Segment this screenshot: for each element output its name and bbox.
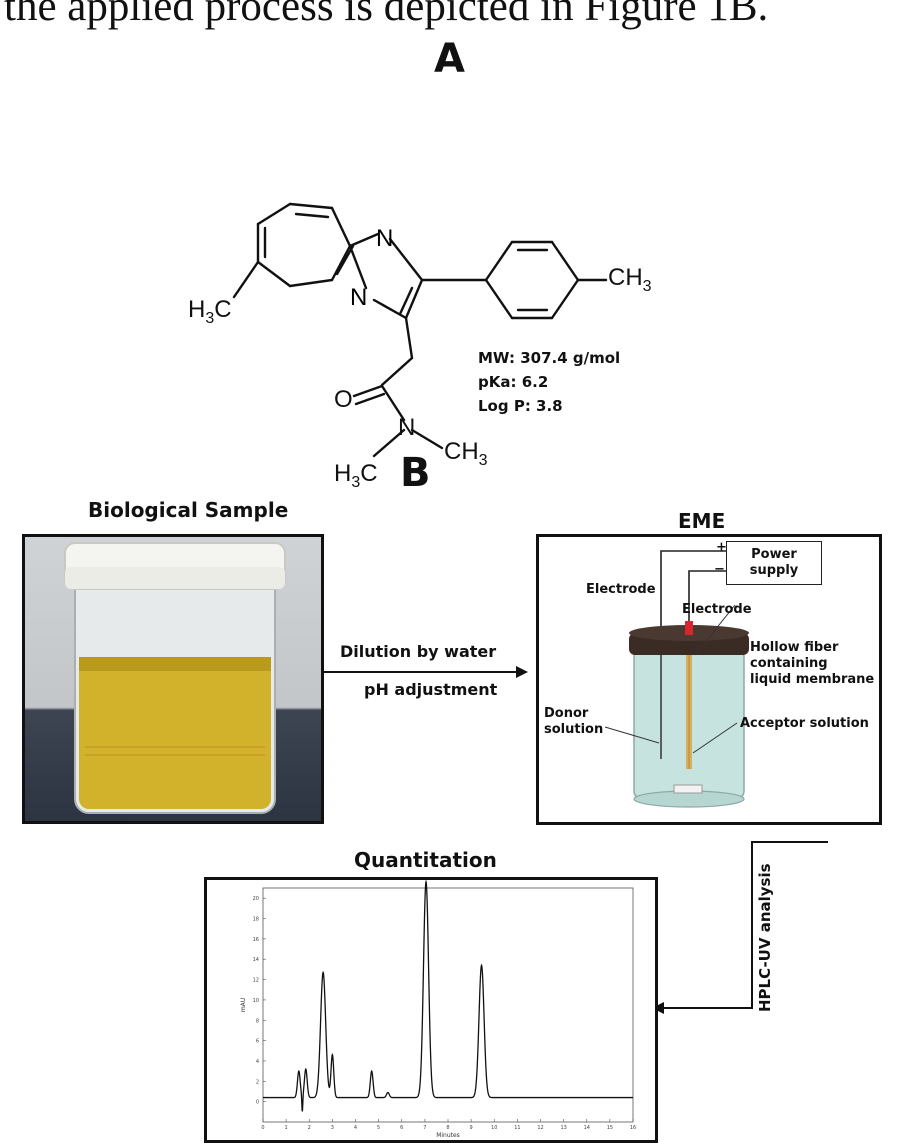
y-tick-label: 12 bbox=[253, 978, 259, 984]
pointer-acceptor bbox=[692, 722, 738, 754]
x-axis-label: Minutes bbox=[436, 1132, 460, 1139]
eme-title: EME bbox=[678, 509, 726, 533]
atom-h3c-left: H3C bbox=[188, 296, 232, 327]
pointer-donor bbox=[604, 726, 660, 744]
hollow-fiber-label: Hollow fiber containing liquid membrane bbox=[750, 640, 875, 687]
chromatogram-trace bbox=[263, 879, 633, 1112]
molecule-bonds bbox=[232, 202, 608, 387]
atom-n-ring: N bbox=[350, 284, 367, 311]
panel-a-letter: A bbox=[434, 36, 465, 82]
lid-ridge bbox=[65, 567, 285, 589]
wire-minus bbox=[688, 570, 727, 645]
minus-sign: − bbox=[714, 562, 725, 577]
liquid-surface bbox=[79, 657, 271, 671]
y-axis-label: mAU bbox=[240, 998, 247, 1012]
eme-setup-illustration bbox=[604, 550, 749, 808]
plot-frame bbox=[262, 887, 634, 1123]
y-tick-label: 10 bbox=[253, 998, 259, 1004]
y-tick-label: 6 bbox=[256, 1039, 259, 1045]
arrow-label-ph: pH adjustment bbox=[364, 680, 498, 699]
y-tick-label: 14 bbox=[253, 957, 259, 963]
stir-bar bbox=[673, 784, 703, 794]
x-tick-label: 11 bbox=[514, 1125, 520, 1131]
y-tick-label: 4 bbox=[256, 1059, 259, 1065]
panel-b-letter: B bbox=[400, 450, 431, 496]
electrode-label-left: Electrode bbox=[586, 582, 656, 597]
urine-cup-illustration bbox=[64, 542, 286, 814]
x-tick-label: 9 bbox=[470, 1125, 473, 1131]
x-tick-label: 15 bbox=[607, 1125, 613, 1131]
graduation-marks bbox=[85, 746, 265, 756]
x-tick-label: 13 bbox=[560, 1125, 566, 1131]
x-tick-label: 6 bbox=[400, 1125, 403, 1131]
acceptor-solution-label: Acceptor solution bbox=[740, 716, 869, 731]
x-tick-label: 5 bbox=[377, 1125, 380, 1131]
x-tick-label: 14 bbox=[584, 1125, 590, 1131]
power-supply: Power supply bbox=[726, 541, 822, 585]
pointer-fiber bbox=[694, 604, 736, 656]
atom-n-top: N bbox=[376, 225, 393, 252]
y-tick-label: 16 bbox=[253, 937, 259, 943]
y-tick-label: 0 bbox=[256, 1100, 259, 1106]
molecule-structure: N N bbox=[232, 202, 608, 387]
atom-oxygen: O bbox=[334, 386, 353, 413]
plus-sign: + bbox=[716, 540, 727, 555]
x-tick-label: 12 bbox=[537, 1125, 543, 1131]
y-tick-label: 8 bbox=[256, 1018, 259, 1024]
y-tick-label: 20 bbox=[253, 896, 259, 902]
quant-title: Quantitation bbox=[354, 848, 497, 872]
hplc-arrow bbox=[652, 841, 828, 1014]
atom-n-amide: N bbox=[398, 414, 416, 441]
needle-hub bbox=[685, 621, 693, 635]
molecule-properties: MW: 307.4 g/mol pKa: 6.2 Log P: 3.8 bbox=[478, 346, 620, 418]
sample-title: Biological Sample bbox=[88, 498, 289, 522]
hollow-fiber bbox=[686, 655, 692, 769]
x-tick-label: 10 bbox=[491, 1125, 497, 1131]
x-tick-label: 1 bbox=[285, 1125, 288, 1131]
property-logp: Log P: 3.8 bbox=[478, 397, 563, 415]
x-tick-label: 3 bbox=[331, 1125, 334, 1131]
x-tick-label: 7 bbox=[423, 1125, 426, 1131]
property-pka: pKa: 6.2 bbox=[478, 373, 549, 391]
arrow-to-eme bbox=[324, 666, 528, 678]
x-tick-label: 16 bbox=[630, 1125, 636, 1131]
x-tick-label: 8 bbox=[446, 1125, 449, 1131]
amide-bonds bbox=[352, 384, 444, 458]
y-tick-label: 2 bbox=[256, 1079, 259, 1085]
x-tick-label: 0 bbox=[261, 1125, 264, 1131]
x-tick-label: 2 bbox=[308, 1125, 311, 1131]
atom-h3c-amide: H3C bbox=[334, 460, 378, 491]
intro-text: the applied process is depicted in Figur… bbox=[4, 0, 769, 30]
wire-plus bbox=[660, 550, 727, 645]
eme-diagram bbox=[536, 534, 882, 825]
urine-liquid bbox=[79, 657, 271, 809]
amide-structure bbox=[352, 384, 444, 458]
donor-solution-label: Donor solution bbox=[544, 706, 604, 737]
electrode-label-right: Electrode bbox=[682, 602, 752, 617]
arrow-label-dilution: Dilution by water bbox=[340, 642, 497, 661]
hplc-analysis-label: HPLC-UV analysis bbox=[756, 863, 774, 1012]
y-tick-label: 18 bbox=[253, 917, 259, 923]
sample-photo bbox=[22, 534, 324, 824]
x-tick-label: 4 bbox=[354, 1125, 357, 1131]
atom-ch3-right: CH3 bbox=[608, 264, 652, 295]
property-mw: MW: 307.4 g/mol bbox=[478, 349, 621, 367]
atom-ch3-amide: CH3 bbox=[444, 438, 488, 469]
chart-axes bbox=[262, 887, 634, 1123]
